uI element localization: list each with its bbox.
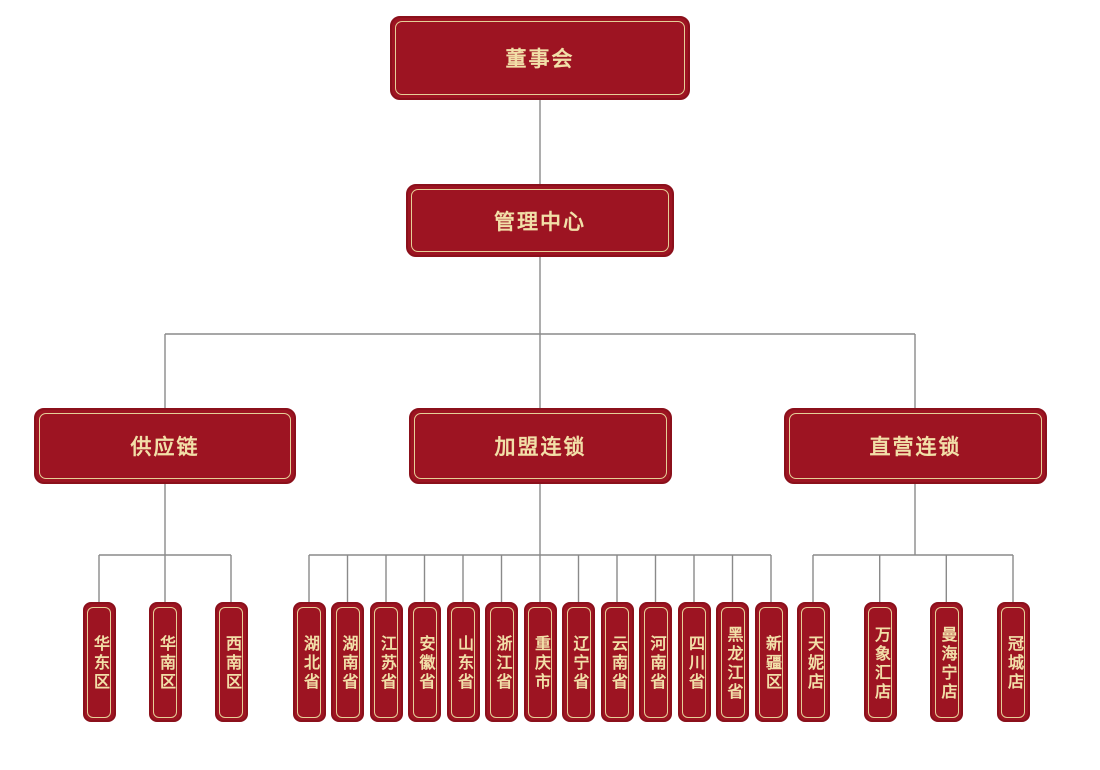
org-leaf-label: 曼海宁店 [938, 625, 956, 702]
org-node-supply-chain-label: 供应链 [130, 436, 200, 459]
org-leaf-label: 江苏省 [378, 635, 395, 692]
org-leaf-node: 华东区 [82, 602, 116, 722]
org-node-board-label: 董事会 [505, 48, 575, 71]
org-leaf-label: 云南省 [609, 635, 626, 692]
org-node-management-center: 管理中心 [406, 184, 674, 257]
org-leaf-label: 黑龙江省 [724, 625, 742, 702]
org-node-franchise-chain-label: 加盟连锁 [494, 436, 587, 459]
org-leaf-node: 河南省 [639, 602, 672, 722]
org-leaf-label: 万象汇店 [872, 625, 889, 702]
org-node-management-center-label: 管理中心 [494, 210, 586, 234]
org-leaf-label: 河南省 [647, 635, 665, 692]
org-leaf-node: 黑龙江省 [716, 602, 749, 722]
org-leaf-label: 安徽省 [416, 635, 434, 692]
org-leaf-node: 安徽省 [408, 602, 441, 722]
org-leaf-node: 天妮店 [796, 602, 830, 722]
org-node-board: 董事会 [390, 16, 690, 100]
org-leaf-label: 华南区 [157, 635, 174, 692]
org-leaf-node: 冠城店 [996, 602, 1030, 722]
org-leaf-node: 湖北省 [292, 602, 326, 722]
org-leaf-node: 辽宁省 [562, 602, 595, 722]
org-leaf-label: 冠城店 [1005, 635, 1022, 692]
org-leaf-label: 华东区 [91, 635, 108, 692]
org-node-franchise-chain: 加盟连锁 [409, 408, 672, 484]
org-leaf-node: 重庆市 [523, 602, 557, 722]
org-leaf-node: 西南区 [214, 602, 248, 722]
org-leaf-node: 江苏省 [369, 602, 403, 722]
org-leaf-node: 曼海宁店 [930, 602, 963, 722]
org-leaf-label: 浙江省 [493, 635, 511, 692]
org-leaf-label: 重庆市 [532, 635, 549, 692]
org-node-supply-chain: 供应链 [34, 408, 296, 484]
org-node-direct-chain-label: 直营连锁 [869, 436, 962, 459]
org-leaf-label: 山东省 [455, 635, 472, 692]
org-leaf-node: 山东省 [446, 602, 480, 722]
org-leaf-node: 万象汇店 [863, 602, 897, 722]
org-leaf-label: 四川省 [686, 635, 703, 692]
org-leaf-node: 四川省 [677, 602, 711, 722]
org-leaf-label: 湖南省 [339, 635, 357, 692]
org-leaf-node: 湖南省 [331, 602, 364, 722]
org-node-direct-chain: 直营连锁 [784, 408, 1047, 484]
org-leaf-node: 浙江省 [485, 602, 518, 722]
org-leaf-node: 云南省 [600, 602, 634, 722]
org-leaf-node: 华南区 [148, 602, 182, 722]
org-leaf-label: 西南区 [223, 635, 240, 692]
org-leaf-label: 湖北省 [301, 635, 318, 692]
org-leaf-label: 辽宁省 [570, 635, 588, 692]
org-leaf-label: 天妮店 [805, 635, 822, 692]
org-leaf-label: 新疆区 [763, 635, 780, 692]
org-leaf-node: 新疆区 [754, 602, 788, 722]
